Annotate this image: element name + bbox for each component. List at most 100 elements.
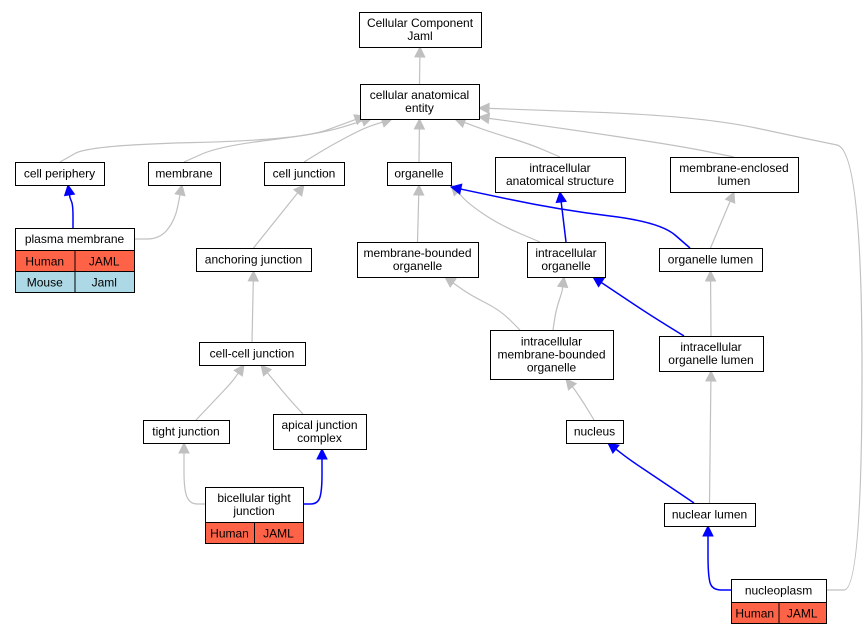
edge-organelle-lumen-to-membrane-enclosed-lumen (709, 190, 736, 249)
node-organelle-lumen[interactable]: organelle lumen (659, 248, 763, 272)
node-membrane[interactable]: membrane (148, 162, 221, 186)
node-nucleus[interactable]: nucleus (566, 420, 624, 444)
arrowhead (705, 369, 717, 382)
species-label: Human (735, 607, 774, 621)
edge-cellular-anatomical-entity-to-cc-jaml (414, 45, 426, 85)
node-label: complex (297, 431, 342, 445)
edge-bicellular-tight-junction-to-apical-junction-complex (303, 447, 328, 505)
node-box (495, 157, 626, 193)
node-label: organelle lumen (668, 253, 753, 267)
annotation-row-mouse: Mouse Jaml (15, 271, 135, 293)
edge-line (457, 191, 541, 243)
node-label: membrane-bounded (497, 348, 605, 362)
node-label: membrane-bounded (363, 246, 471, 260)
node-cell-junction[interactable]: cell junction (264, 162, 345, 186)
edge-line (183, 453, 205, 505)
edge-line (183, 120, 363, 163)
node-label: nucleoplasm (745, 584, 812, 598)
node-label: lumen (718, 174, 751, 188)
edge-line (460, 188, 691, 249)
node-box (490, 330, 614, 380)
gene-cell (74, 271, 135, 293)
arrowhead (449, 183, 463, 195)
arrowhead (477, 102, 490, 115)
node-label: intracellular (535, 246, 596, 260)
node-label: cellular anatomical (370, 88, 469, 102)
node-cell-periphery[interactable]: cell periphery (15, 162, 105, 186)
node-box (196, 248, 312, 272)
node-label: organelle (393, 259, 443, 273)
node-box (273, 414, 367, 450)
node-box (387, 162, 452, 186)
annotation-row-human: Human JAML (205, 522, 304, 544)
node-label: cell-cell junction (210, 347, 295, 361)
node-anchoring-junction[interactable]: anchoring junction (196, 248, 312, 272)
edge-line (571, 386, 595, 421)
edge-nucleus-to-intracellular-membrane-bounded-organelle (565, 378, 595, 421)
node-label: organelle (394, 167, 444, 181)
edge-line (488, 117, 735, 158)
edge-line (464, 121, 561, 158)
node-label: anchoring junction (205, 253, 302, 267)
edge-line (303, 121, 383, 163)
gene-cell (778, 602, 827, 624)
node-tight-junction[interactable]: tight junction (143, 420, 230, 444)
node-box (205, 487, 304, 523)
arrowhead (292, 184, 305, 197)
edge-line (416, 194, 420, 243)
edge-line (251, 280, 254, 343)
node-box (659, 336, 764, 372)
edge-line (552, 286, 564, 331)
arrowhead (260, 364, 273, 377)
node-box (357, 242, 479, 278)
node-box (359, 12, 482, 48)
edge-intracellular-membrane-bounded-organelle-to-membrane-bounded-organelle (444, 276, 521, 331)
edge-intracellular-anatomical-structure-to-cellular-anatomical-entity (453, 117, 561, 158)
node-label: nucleus (574, 425, 615, 439)
node-organelle[interactable]: organelle (387, 162, 452, 186)
gene-label: JAML (787, 607, 818, 621)
arrowhead (607, 442, 620, 455)
edge-line (707, 536, 731, 591)
edge-anchoring-junction-to-cell-junction (253, 184, 305, 249)
node-label: organelle (541, 259, 591, 273)
edge-line (600, 281, 685, 337)
node-label: junction (232, 504, 274, 518)
node-box (566, 420, 624, 444)
arrowhead (477, 112, 491, 125)
edge-line (709, 200, 731, 249)
edge-line (134, 194, 181, 240)
species-label: Human (210, 527, 249, 541)
node-cell-cell-junction[interactable]: cell-cell junction (199, 342, 306, 366)
node-box (360, 84, 480, 120)
node-label: apical junction (281, 418, 357, 432)
edge-line (266, 372, 304, 415)
node-box (199, 342, 306, 366)
edge-nuclear-lumen-to-intracellular-organelle-lumen (705, 369, 717, 504)
species-label: Mouse (27, 276, 63, 290)
edge-line (303, 459, 323, 505)
node-box (148, 162, 221, 186)
node-label: intracellular (521, 335, 582, 349)
gene-cell (254, 522, 304, 544)
gene-label: JAML (263, 527, 294, 541)
gene-label: Jaml (92, 276, 117, 290)
node-nuclear-lumen[interactable]: nuclear lumen (664, 503, 756, 527)
node-label: anatomical structure (506, 174, 614, 188)
edge-line (615, 448, 695, 504)
edge-line (195, 372, 239, 421)
